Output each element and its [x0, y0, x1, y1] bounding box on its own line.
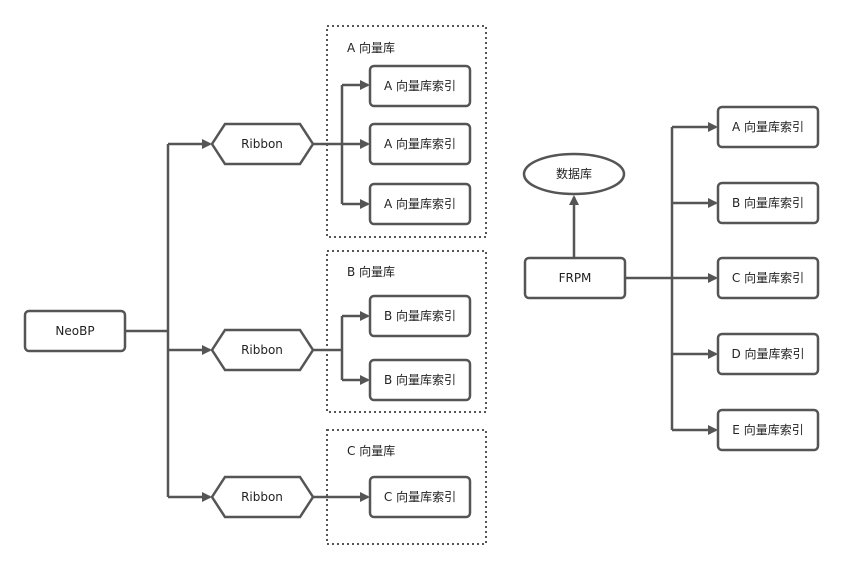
- group-title-b: B 向量库: [347, 264, 395, 279]
- a-index-node-1: [368, 64, 472, 108]
- right-index-node-a: [716, 105, 820, 149]
- b-index-label-1: B 向量库索引: [384, 308, 456, 323]
- c-index-label-1: C 向量库索引: [384, 489, 456, 504]
- b-index-node-2: [368, 358, 472, 402]
- neobp-node: [23, 309, 127, 353]
- a-index-label-2: A 向量库索引: [384, 136, 456, 151]
- right-index-node-b: [716, 181, 820, 225]
- database-node: [522, 152, 626, 196]
- a-index-node-2: [368, 122, 472, 166]
- a-index-label-3: A 向量库索引: [384, 196, 456, 211]
- frpm-node: [523, 256, 627, 300]
- left-connectors: [125, 80, 370, 502]
- group-title-c: C 向量库: [347, 443, 395, 458]
- ribbon-node-b: [210, 328, 315, 372]
- ribbon-label-c: Ribbon: [241, 490, 283, 504]
- right-index-label-c: C 向量库索引: [732, 270, 804, 285]
- group-box-c: [326, 429, 487, 545]
- ribbon-label-a: Ribbon: [241, 137, 283, 151]
- neobp-label: NeoBP: [55, 324, 94, 338]
- ribbon-node-c: [210, 475, 315, 519]
- right-index-label-e: E 向量库索引: [732, 422, 803, 437]
- right-index-node-d: [716, 332, 820, 376]
- right-index-node-c: [716, 256, 820, 300]
- right-index-label-d: D 向量库索引: [731, 346, 804, 361]
- right-index-node-e: [716, 408, 820, 452]
- right-index-label-a: A 向量库索引: [732, 119, 804, 134]
- c-index-node-1: [368, 475, 472, 519]
- ribbon-node-a: [210, 122, 315, 166]
- a-index-node-3: [368, 182, 472, 226]
- database-label: 数据库: [556, 166, 592, 181]
- frpm-label: FRPM: [559, 271, 592, 285]
- b-index-node-1: [368, 294, 472, 338]
- ribbon-label-b: Ribbon: [241, 343, 283, 357]
- right-index-label-b: B 向量库索引: [732, 195, 804, 210]
- a-index-label-1: A 向量库索引: [384, 78, 456, 93]
- group-title-a: A 向量库: [347, 40, 395, 55]
- right-connectors: [569, 122, 718, 435]
- b-index-label-2: B 向量库索引: [384, 372, 456, 387]
